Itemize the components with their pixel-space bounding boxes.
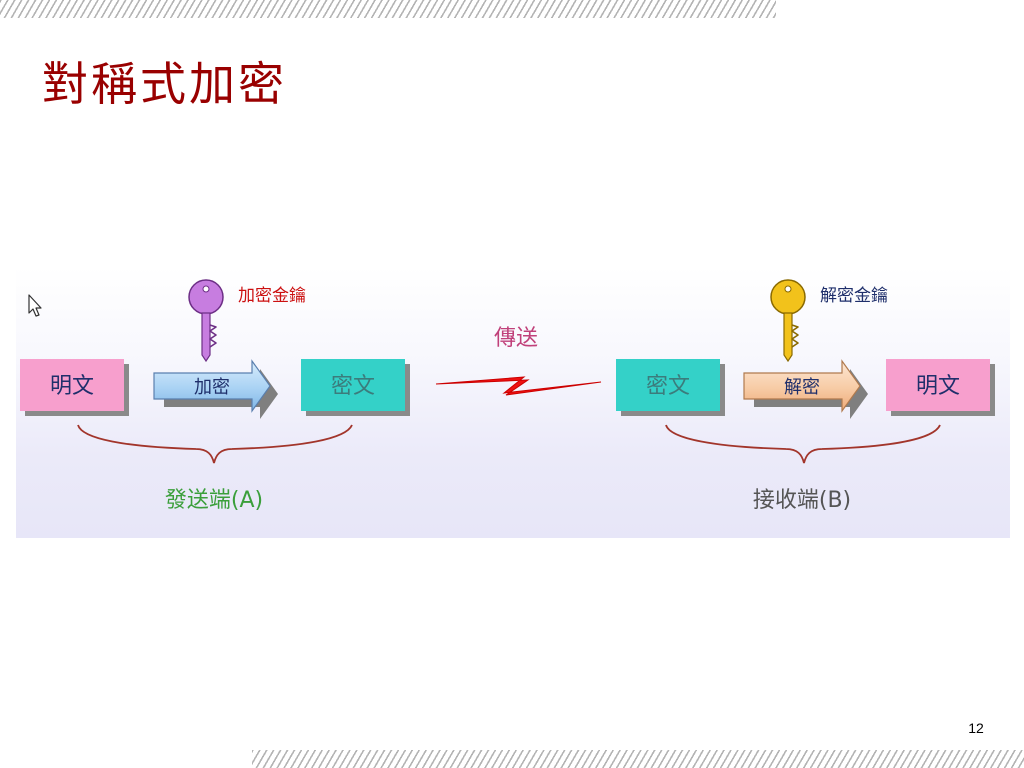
sender-caption: 發送端(A) xyxy=(165,488,263,513)
encrypt-arrow-label: 加密 xyxy=(194,377,230,398)
decrypt-arrow: 解密 xyxy=(743,359,868,419)
bottom-hatch-decoration xyxy=(252,750,1024,768)
decryption-key-label: 解密金鑰 xyxy=(820,286,888,306)
mouse-cursor-icon xyxy=(28,294,42,317)
top-hatch-decoration xyxy=(0,0,776,18)
receiver-ciphertext-box: 密文 xyxy=(616,359,725,416)
sender-brace xyxy=(77,424,353,464)
receiver-brace xyxy=(665,424,941,464)
sender-plaintext-box: 明文 xyxy=(20,359,129,416)
transmission-bolt-icon xyxy=(435,376,602,396)
receiver-ciphertext-label: 密文 xyxy=(646,374,690,399)
receiver-plaintext-box: 明文 xyxy=(886,359,995,416)
decryption-key-icon xyxy=(770,279,806,363)
encrypt-arrow: 加密 xyxy=(153,359,278,419)
transmit-label: 傳送 xyxy=(494,326,538,351)
slide-title: 對稱式加密 xyxy=(42,57,287,111)
receiver-caption: 接收端(B) xyxy=(753,488,851,513)
encryption-key-icon xyxy=(188,279,224,363)
symmetric-encryption-diagram: 明文 加密金鑰 加密 密文 發送端(A) 傳送 xyxy=(16,267,1010,538)
sender-ciphertext-label: 密文 xyxy=(331,374,375,399)
decrypt-arrow-label: 解密 xyxy=(784,377,820,398)
sender-plaintext-label: 明文 xyxy=(50,374,94,399)
encryption-key-label: 加密金鑰 xyxy=(238,286,306,306)
receiver-plaintext-label: 明文 xyxy=(916,374,960,399)
page-number: 12 xyxy=(968,720,984,736)
sender-ciphertext-box: 密文 xyxy=(301,359,410,416)
